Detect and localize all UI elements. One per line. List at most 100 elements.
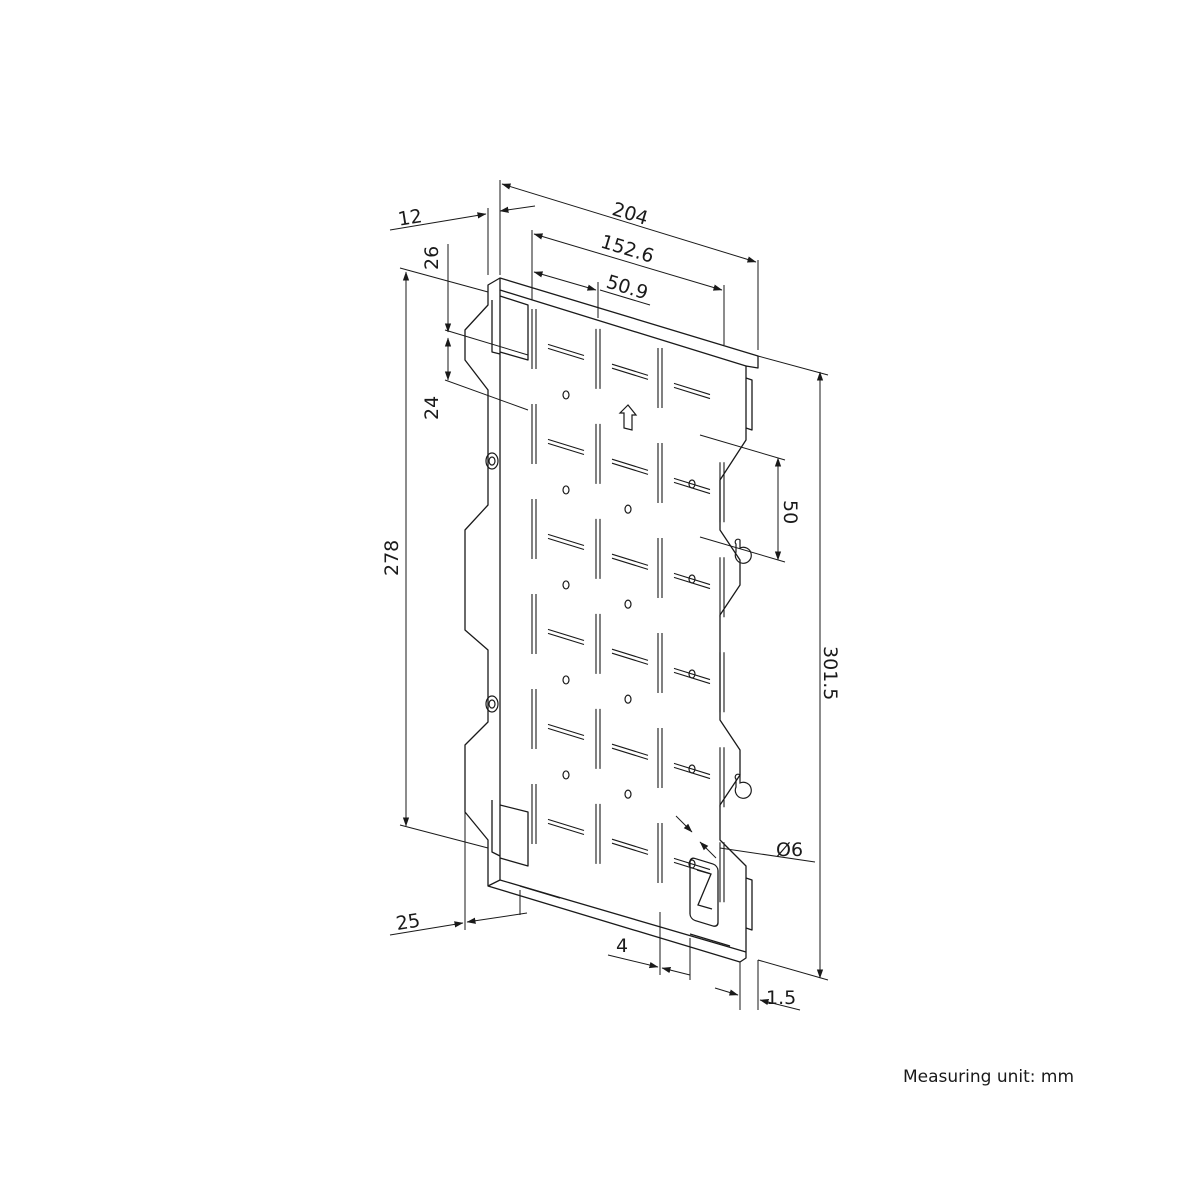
horizontal-slot — [547, 343, 585, 361]
keyholes — [734, 538, 752, 799]
round-hole — [688, 479, 696, 489]
up-arrow-symbol — [618, 404, 638, 431]
dim-line-152-6 — [533, 233, 723, 291]
label-1-5: 1.5 — [766, 987, 796, 1009]
round-hole — [562, 675, 570, 685]
logo-outline — [689, 857, 719, 927]
horizontal-slot — [673, 857, 711, 875]
dimension-lines — [389, 180, 829, 1011]
mounting-plate — [464, 277, 759, 963]
horizontal-slot — [673, 572, 711, 590]
vertical-slot — [657, 538, 663, 599]
perforation-pattern — [531, 309, 725, 903]
dimension-labels: 204 152.6 50.9 12 26 24 278 301.5 50 Ø6 … — [381, 198, 841, 1009]
label-50: 50 — [779, 500, 801, 524]
horizontal-slot — [547, 818, 585, 836]
dim-line-12 — [389, 212, 487, 231]
round-hole — [624, 599, 632, 609]
round-hole — [562, 770, 570, 780]
label-50-9: 50.9 — [604, 271, 651, 304]
vertical-slot — [531, 404, 537, 464]
unit-note: Measuring unit: mm — [903, 1067, 1075, 1087]
vertical-slot — [657, 633, 663, 694]
keyhole-upper — [734, 538, 752, 564]
horizontal-slot — [673, 762, 711, 780]
logo-letter — [696, 869, 713, 910]
stud-upper-inner — [488, 456, 496, 466]
keyhole-lower — [734, 773, 752, 799]
horizontal-slot — [611, 743, 649, 760]
vertical-slot — [531, 784, 537, 844]
horizontal-slot — [611, 553, 649, 570]
horizontal-slot — [547, 533, 585, 551]
round-hole — [562, 390, 570, 400]
vertical-slot — [595, 423, 601, 484]
right-top-tab — [745, 377, 753, 431]
horizontal-slot — [673, 382, 711, 400]
left-studs — [485, 452, 499, 713]
dim-line-diameter — [675, 815, 693, 833]
label-4: 4 — [616, 935, 628, 957]
vertical-slot — [719, 652, 725, 713]
stud-lower — [485, 695, 499, 713]
horizontal-slot — [673, 477, 711, 495]
horizontal-slot — [611, 838, 649, 855]
round-hole — [624, 789, 632, 799]
round-hole — [688, 859, 696, 869]
left-bottom-tab-inner — [499, 804, 529, 867]
round-hole — [624, 694, 632, 704]
round-hole — [688, 574, 696, 584]
horizontal-slot — [547, 628, 585, 646]
round-hole — [562, 485, 570, 495]
round-hole — [562, 580, 570, 590]
vertical-slot — [657, 348, 663, 409]
horizontal-slot — [547, 438, 585, 456]
horizontal-slot — [611, 648, 649, 665]
label-diameter: Ø6 — [776, 839, 803, 861]
plate-outline — [464, 277, 759, 963]
dim-line-4 — [607, 954, 659, 969]
left-top-tab-inner — [499, 295, 529, 361]
stud-upper — [485, 452, 499, 470]
vertical-slot — [657, 443, 663, 504]
label-26: 26 — [421, 246, 443, 270]
vertical-slot — [719, 557, 725, 618]
label-204: 204 — [610, 198, 651, 230]
vertical-slot — [595, 708, 601, 769]
round-hole — [688, 764, 696, 774]
left-top-tab — [491, 300, 501, 355]
vertical-slot — [531, 309, 537, 369]
horizontal-slot — [547, 723, 585, 741]
vertical-slot — [719, 842, 725, 903]
dim-line-1-5 — [714, 987, 739, 996]
brand-logo — [689, 857, 719, 927]
stud-lower-inner — [488, 699, 496, 709]
right-bottom-tab — [745, 877, 753, 931]
label-301-5: 301.5 — [819, 646, 841, 700]
horizontal-slot — [611, 363, 649, 380]
vertical-slot — [595, 328, 601, 389]
label-278: 278 — [381, 540, 403, 576]
round-hole — [688, 669, 696, 679]
vertical-slot — [531, 594, 537, 654]
dim-line-50-9 — [533, 271, 597, 291]
dim-line-25 — [389, 921, 464, 936]
left-bottom-tab — [491, 800, 501, 857]
label-25: 25 — [394, 910, 421, 936]
vertical-slot — [531, 689, 537, 749]
vertical-slot — [657, 728, 663, 789]
vertical-slot — [595, 613, 601, 674]
round-hole — [624, 504, 632, 514]
vertical-slot — [595, 803, 601, 864]
horizontal-slot — [673, 667, 711, 685]
bottom-slot-right — [689, 933, 731, 947]
vertical-slot — [719, 462, 725, 523]
vertical-slot — [595, 518, 601, 579]
horizontal-slot — [611, 458, 649, 475]
bottom-slot-left — [519, 885, 561, 899]
label-12: 12 — [396, 205, 423, 231]
vertical-slot — [657, 823, 663, 884]
vertical-slot — [531, 499, 537, 559]
